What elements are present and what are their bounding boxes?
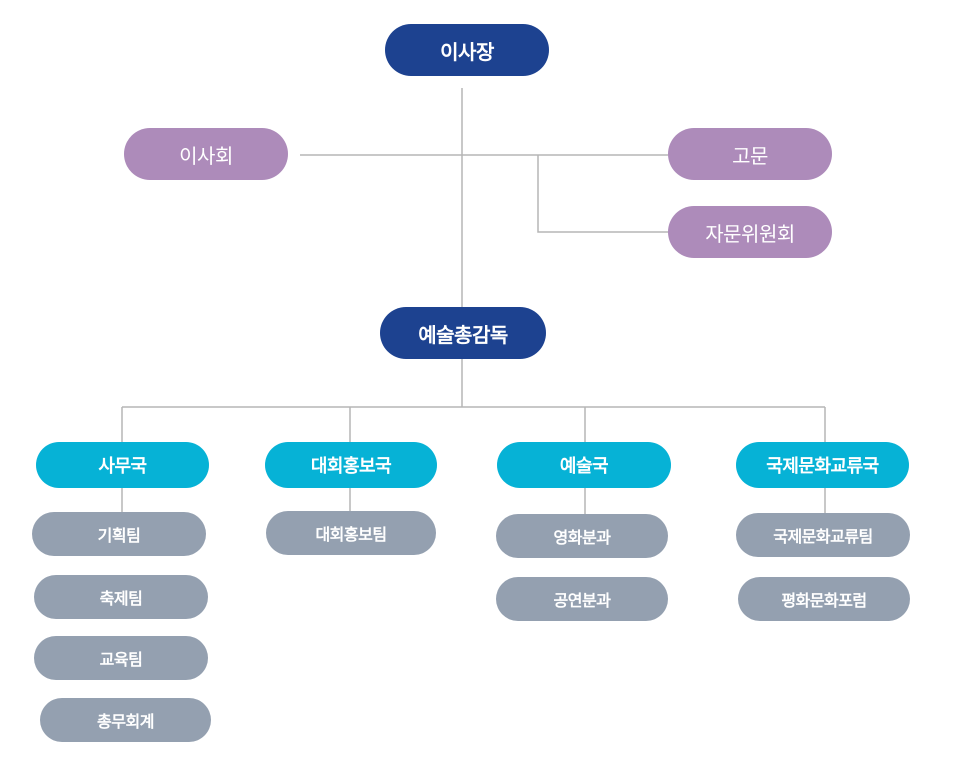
team-node: 국제문화교류팀 [736, 513, 910, 557]
artistic-director-node: 예술총감독 [380, 307, 546, 359]
board-node: 이사회 [124, 128, 288, 180]
department-node-4: 국제문화교류국 [736, 442, 909, 488]
team-node: 영화분과 [496, 514, 668, 558]
team-node: 축제팀 [34, 575, 208, 619]
team-node: 대회홍보팀 [266, 511, 436, 555]
team-node: 교육팀 [34, 636, 208, 680]
department-node-2: 대회홍보국 [265, 442, 437, 488]
chairman-node: 이사장 [385, 24, 549, 76]
team-node: 총무회계 [40, 698, 211, 742]
team-node: 기획팀 [32, 512, 206, 556]
line-advisory-committee [537, 155, 668, 233]
team-node: 평화문화포럼 [738, 577, 910, 621]
department-node-3: 예술국 [497, 442, 671, 488]
advisor-node: 고문 [668, 128, 832, 180]
team-node: 공연분과 [496, 577, 668, 621]
advisory-committee-node: 자문위원회 [668, 206, 832, 258]
department-node-1: 사무국 [36, 442, 209, 488]
